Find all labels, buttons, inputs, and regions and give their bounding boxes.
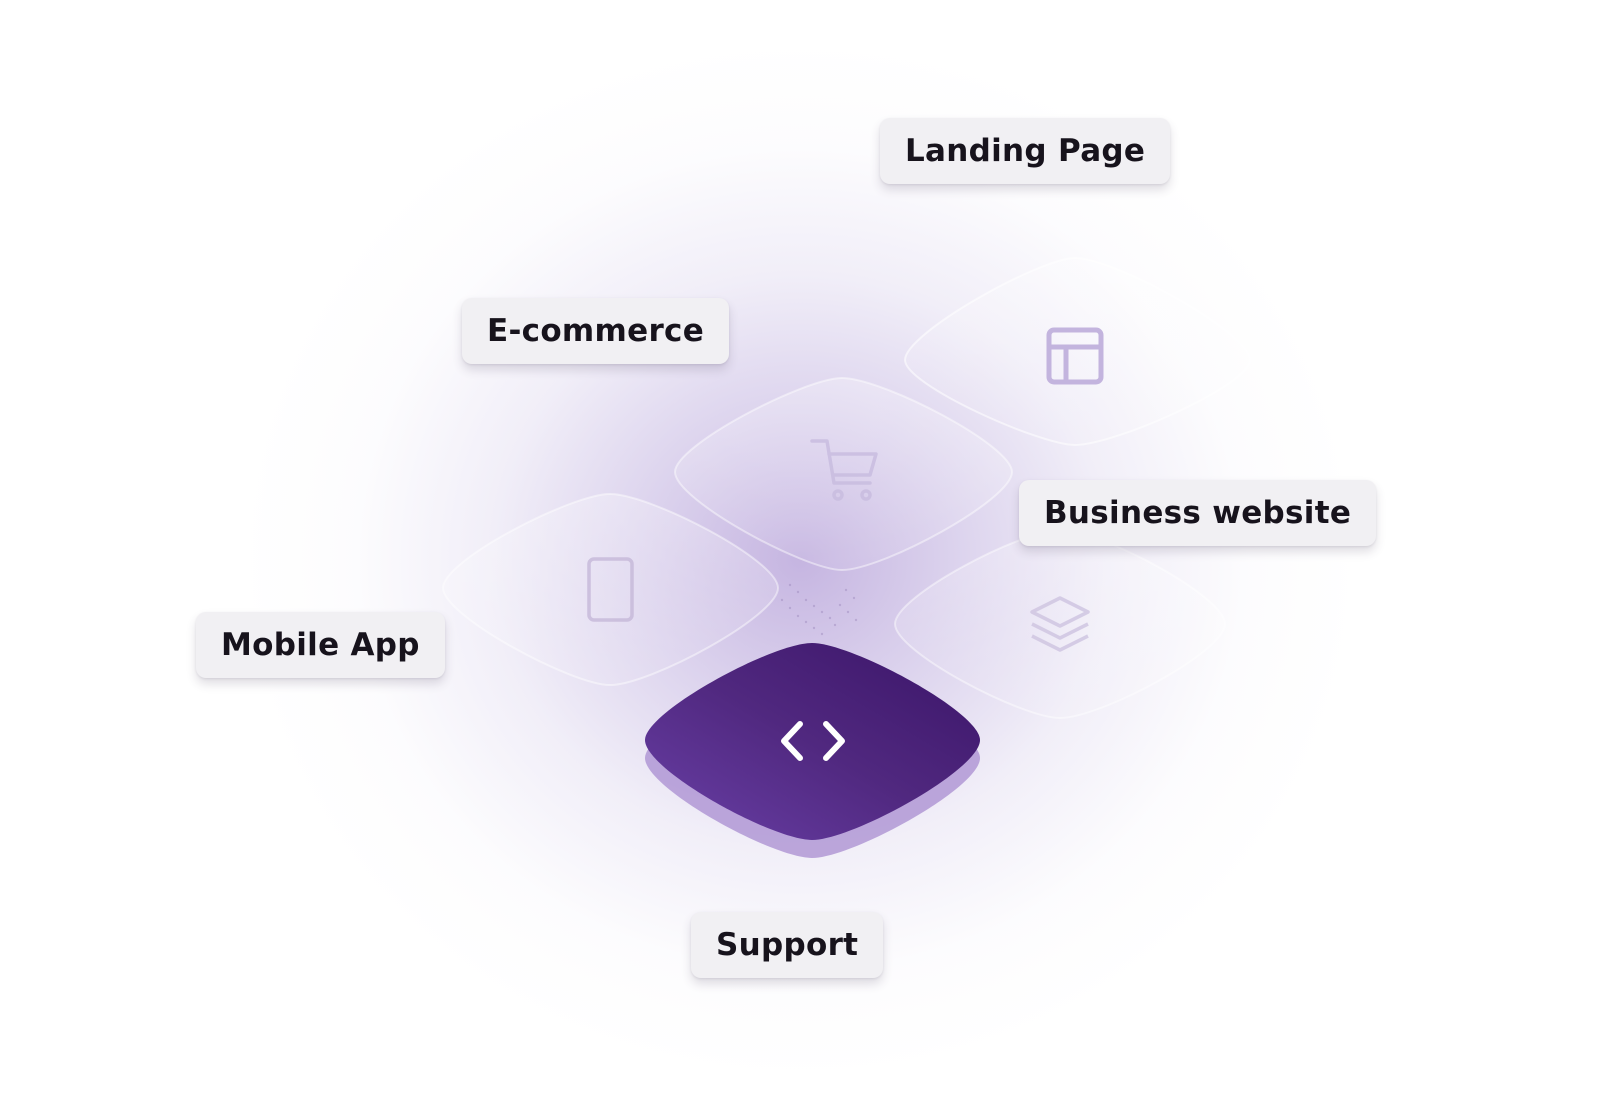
business-website-label[interactable]: Business website — [1019, 480, 1377, 546]
business-website-tile — [893, 528, 1227, 720]
code-tile[interactable] — [645, 643, 980, 858]
support-label[interactable]: Support — [691, 912, 884, 978]
mobile-app-tile — [441, 492, 780, 687]
landing-page-tile — [903, 256, 1252, 447]
dot-connectors — [780, 583, 858, 636]
ecommerce-label[interactable]: E-commerce — [462, 298, 730, 364]
cart-icon — [810, 439, 878, 501]
layers-icon — [1030, 596, 1090, 652]
ecommerce-tile — [673, 376, 1014, 572]
code-icon — [781, 721, 845, 761]
layout-icon — [1046, 327, 1104, 385]
mobile-app-label[interactable]: Mobile App — [196, 612, 445, 678]
landing-page-label[interactable]: Landing Page — [880, 118, 1171, 184]
phone-icon — [587, 557, 634, 622]
